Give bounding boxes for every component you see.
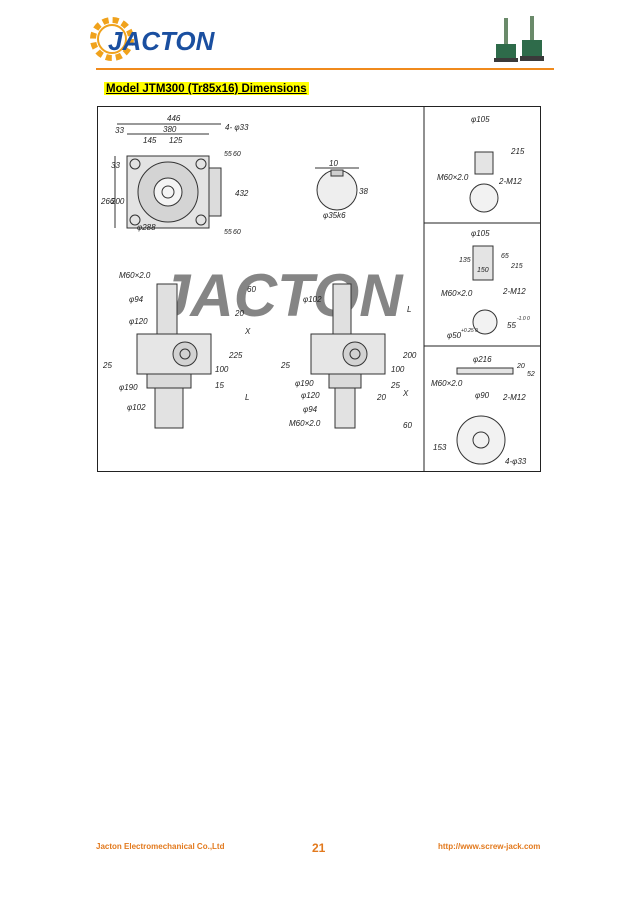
svg-text:33: 33: [111, 161, 120, 170]
svg-text:φ120: φ120: [301, 391, 320, 400]
page-header: JACTON: [0, 0, 638, 75]
svg-text:225: 225: [228, 351, 243, 360]
svg-text:145: 145: [143, 136, 157, 145]
svg-text:25: 25: [280, 361, 290, 370]
svg-text:150: 150: [477, 267, 489, 274]
end-type-top-plate: φ105 215 M60×2.0 2-M12: [437, 115, 525, 213]
svg-text:25: 25: [102, 361, 112, 370]
svg-text:10: 10: [329, 159, 338, 168]
svg-text:-1.0 0: -1.0 0: [517, 316, 530, 322]
svg-text:446: 446: [167, 114, 181, 123]
watermark: JACTON: [157, 262, 404, 329]
svg-text:φ35k6: φ35k6: [323, 211, 346, 220]
section-title: Model JTM300 (Tr85x16) Dimensions: [104, 82, 309, 95]
svg-text:55: 55: [507, 321, 516, 330]
svg-text:33: 33: [115, 126, 124, 135]
footer-company: Jacton Electromechanical Co.,Ltd: [96, 842, 225, 851]
jacton-logo: JACTON: [86, 12, 216, 68]
svg-text:φ102: φ102: [127, 403, 146, 412]
svg-text:380: 380: [163, 125, 177, 134]
svg-text:φ90: φ90: [475, 391, 490, 400]
svg-text:M60×2.0: M60×2.0: [437, 173, 469, 182]
svg-text:38: 38: [359, 187, 368, 196]
svg-text:2-M12: 2-M12: [498, 177, 522, 186]
svg-text:φ216: φ216: [473, 355, 492, 364]
svg-text:L: L: [407, 305, 411, 314]
svg-text:φ102: φ102: [303, 295, 322, 304]
svg-text:15: 15: [215, 381, 224, 390]
svg-text:φ288: φ288: [137, 223, 156, 232]
top-view: 446 380 33 145 125 4- φ33 55 60 33 266 2…: [100, 114, 249, 236]
svg-text:100: 100: [215, 365, 229, 374]
svg-text:JACTON: JACTON: [108, 26, 216, 56]
svg-text:200: 200: [402, 351, 417, 360]
svg-text:20: 20: [234, 309, 244, 318]
svg-text:φ50: φ50: [447, 331, 462, 340]
svg-text:φ105: φ105: [471, 115, 490, 124]
svg-text:432: 432: [235, 189, 249, 198]
svg-text:4- φ33: 4- φ33: [225, 123, 249, 132]
svg-text:φ94: φ94: [129, 295, 144, 304]
side-view-right: φ102 L 25 200 100 X φ190 φ120 25 20 φ94 …: [280, 283, 417, 430]
svg-text:M60×2.0: M60×2.0: [431, 379, 463, 388]
svg-text:215: 215: [510, 147, 525, 156]
svg-text:20: 20: [516, 363, 525, 370]
svg-text:φ190: φ190: [295, 379, 314, 388]
svg-text:JACTON: JACTON: [157, 262, 404, 329]
svg-text:200: 200: [110, 197, 125, 206]
svg-text:M60×2.0: M60×2.0: [119, 271, 151, 280]
gear-icon: [90, 17, 134, 61]
svg-text:φ94: φ94: [303, 405, 318, 414]
svg-text:X: X: [402, 389, 409, 398]
svg-text:2-M12: 2-M12: [502, 393, 526, 402]
shaft-view: 10 38 φ35k6: [315, 159, 368, 220]
svg-text:φ190: φ190: [119, 383, 138, 392]
header-rule: [96, 68, 554, 70]
svg-text:60: 60: [403, 421, 412, 430]
svg-text:153: 153: [433, 443, 447, 452]
svg-text:20: 20: [376, 393, 386, 402]
page-number: 21: [312, 841, 326, 855]
svg-text:M60×2.0: M60×2.0: [289, 419, 321, 428]
svg-text:φ120: φ120: [129, 317, 148, 326]
svg-text:60: 60: [233, 151, 241, 158]
svg-text:52: 52: [527, 371, 535, 378]
svg-text:125: 125: [169, 136, 183, 145]
svg-text:X: X: [244, 327, 251, 336]
svg-text:4-φ33: 4-φ33: [505, 457, 527, 466]
svg-text:M60×2.0: M60×2.0: [441, 289, 473, 298]
svg-text:100: 100: [391, 365, 405, 374]
svg-text:+0.25 0: +0.25 0: [461, 328, 478, 334]
svg-text:266: 266: [100, 197, 115, 206]
svg-text:55: 55: [224, 229, 232, 236]
side-view-left: M60×2.0 φ94 φ120 60 20 X 225 25 100 15 φ…: [102, 271, 256, 429]
svg-text:65: 65: [501, 253, 509, 260]
dimension-drawing: JACTON 446 380 33 145 125 4- φ33 55 60 3…: [97, 106, 541, 472]
screw-jack-pair-image: [488, 16, 550, 70]
svg-text:φ105: φ105: [471, 229, 490, 238]
svg-text:60: 60: [233, 229, 241, 236]
svg-text:215: 215: [510, 263, 523, 270]
svg-text:L: L: [245, 393, 249, 402]
footer-url-link[interactable]: http://www.screw-jack.com: [438, 842, 541, 851]
end-type-flange: φ216 20 52 M60×2.0 φ90 2-M12 153 4-φ33: [431, 355, 535, 466]
svg-text:55: 55: [224, 151, 232, 158]
svg-text:60: 60: [247, 285, 256, 294]
end-type-clevis: φ105 135 150 65 215 M60×2.0 2-M12 φ50 +0…: [441, 229, 530, 340]
svg-text:25: 25: [390, 381, 400, 390]
svg-text:2-M12: 2-M12: [502, 287, 526, 296]
svg-text:135: 135: [459, 257, 471, 264]
